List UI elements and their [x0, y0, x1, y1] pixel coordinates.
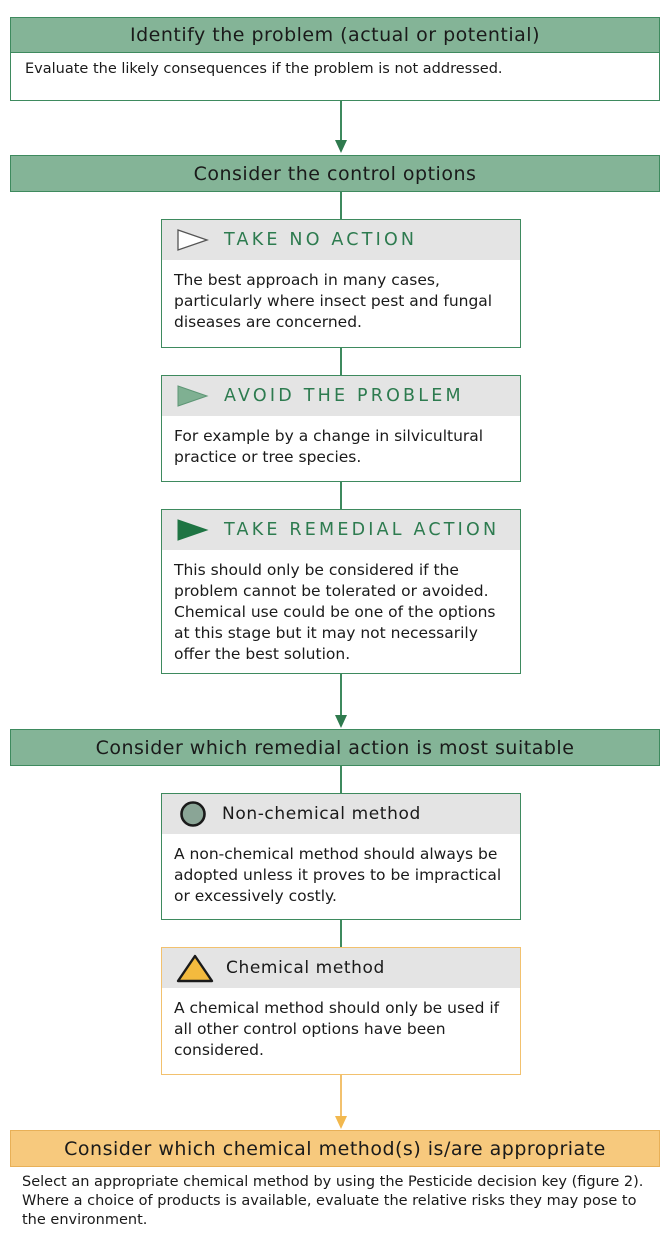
option-card-avoid-the-problem: AVOID THE PROBLEM For example by a chang… — [161, 375, 521, 482]
connector-line — [340, 101, 342, 141]
connector-line — [340, 192, 342, 220]
arrow-down-icon — [335, 1116, 347, 1129]
option-title: AVOID THE PROBLEM — [224, 386, 464, 406]
connector-line — [340, 1075, 342, 1117]
warning-triangle-icon — [176, 954, 214, 983]
step1-description-box: Evaluate the likely consequences if the … — [10, 53, 660, 101]
option-title: TAKE REMEDIAL ACTION — [224, 520, 500, 540]
option-card-header: AVOID THE PROBLEM — [162, 376, 520, 416]
connector-line — [340, 674, 342, 716]
step3-header: Consider which remedial action is most s… — [10, 729, 660, 766]
step1-title: Identify the problem (actual or potentia… — [130, 24, 540, 46]
step4-description: Select an appropriate chemical method by… — [22, 1174, 644, 1228]
step1-header: Identify the problem (actual or potentia… — [10, 17, 660, 53]
step4-title: Consider which chemical method(s) is/are… — [64, 1137, 606, 1160]
option-card-take-no-action: TAKE NO ACTION The best approach in many… — [161, 219, 521, 348]
step2-title: Consider the control options — [193, 162, 477, 185]
method-title: Chemical method — [226, 958, 385, 978]
step2-header: Consider the control options — [10, 155, 660, 192]
option-text: The best approach in many cases, particu… — [174, 271, 493, 331]
light-green-triangle-icon — [177, 385, 209, 407]
arrow-down-icon — [335, 715, 347, 728]
circle-icon — [180, 801, 206, 827]
outline-triangle-icon — [177, 229, 209, 251]
option-card-take-remedial-action: TAKE REMEDIAL ACTION This should only be… — [161, 509, 521, 674]
dark-green-triangle-icon — [177, 519, 209, 541]
connector-line — [340, 920, 342, 948]
method-text: A chemical method should only be used if… — [174, 999, 500, 1059]
step4-description-box: Select an appropriate chemical method by… — [10, 1167, 660, 1239]
option-text: For example by a change in silvicultural… — [174, 427, 484, 466]
option-text: This should only be considered if the pr… — [174, 561, 496, 663]
option-card-header: TAKE NO ACTION — [162, 220, 520, 260]
method-title: Non-chemical method — [222, 804, 421, 824]
connector-line — [340, 766, 342, 794]
step3-title: Consider which remedial action is most s… — [95, 736, 575, 759]
step1-description: Evaluate the likely consequences if the … — [25, 61, 503, 77]
method-card-header: Non-chemical method — [162, 794, 520, 834]
connector-line — [340, 482, 342, 510]
arrow-down-icon — [335, 140, 347, 153]
method-card-chemical: Chemical method A chemical method should… — [161, 947, 521, 1075]
option-title: TAKE NO ACTION — [224, 230, 418, 250]
option-card-header: TAKE REMEDIAL ACTION — [162, 510, 520, 550]
step4-header: Consider which chemical method(s) is/are… — [10, 1130, 660, 1167]
connector-line — [340, 348, 342, 376]
method-text: A non-chemical method should always be a… — [174, 845, 502, 905]
method-card-non-chemical: Non-chemical method A non-chemical metho… — [161, 793, 521, 920]
method-card-header: Chemical method — [162, 948, 520, 988]
